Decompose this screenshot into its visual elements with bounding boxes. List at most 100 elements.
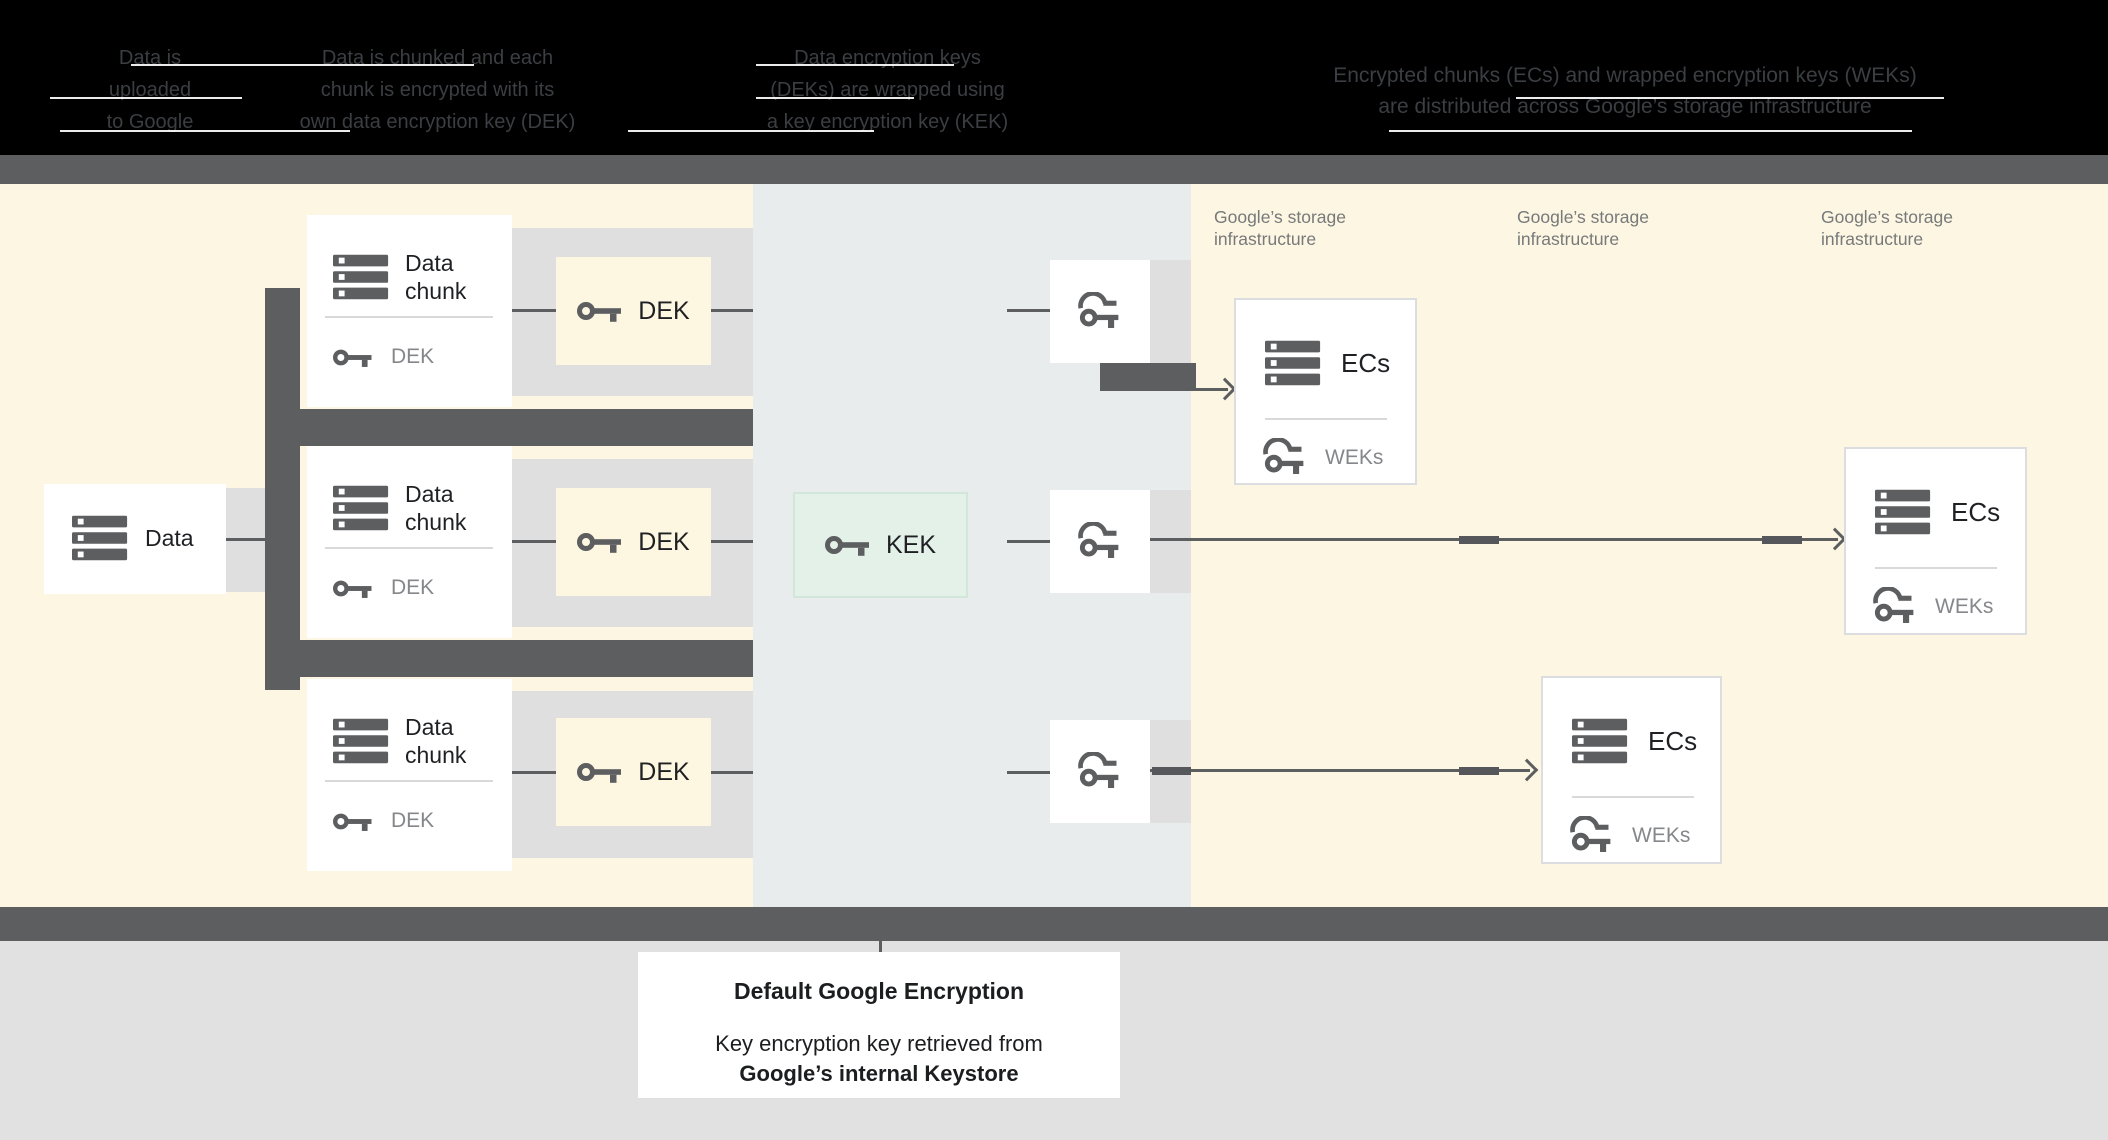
ec-card-label: ECs: [1648, 725, 1698, 756]
wrapped-key-icon: [1077, 291, 1124, 332]
header-rule: [756, 64, 954, 66]
chunk-split-bar: [298, 640, 753, 677]
header-rule: [756, 97, 914, 99]
connector-line: [512, 309, 556, 312]
chunk-split-bar: [298, 409, 753, 446]
dek-box-label: DEK: [638, 527, 690, 556]
card-divider: [1572, 796, 1694, 798]
chunk-dek-label: DEK: [391, 576, 435, 599]
chunk-dek-label: DEK: [391, 809, 435, 832]
header-rule: [1516, 97, 1944, 99]
data-stack-icon: [1572, 718, 1630, 764]
storage-infrastructure-label: Google’s storage infrastructure: [1517, 207, 1649, 249]
caption-line: Key encryption key retrieved from: [715, 1031, 1043, 1056]
wrapped-key-icon: [1077, 521, 1124, 562]
storage-infrastructure-label: Google’s storage infrastructure: [1214, 207, 1346, 249]
process-steps-header: Data is uploaded to Google Data is chunk…: [0, 0, 2108, 155]
wrapped-key-icon: [1569, 816, 1616, 856]
connector-line: [1007, 771, 1050, 774]
encrypted-chunks-card: ECs WEKs: [1844, 447, 2027, 635]
caption-title: Default Google Encryption: [733, 978, 1025, 1004]
chunk-split-trunk: [265, 288, 300, 690]
card-divider: [325, 780, 493, 782]
data-box-label: Data: [145, 524, 194, 551]
header-rule: [60, 130, 350, 132]
connector-line: [1007, 540, 1050, 543]
header-rule: [50, 97, 242, 99]
caption-line: Google’s internal Keystore: [739, 1061, 1019, 1086]
ec-card-label: ECs: [1951, 496, 2001, 527]
encrypted-chunks-card: ECs WEKs: [1234, 298, 1417, 485]
dek-box: DEK: [556, 257, 711, 365]
weks-label: WEKs: [1632, 824, 1691, 847]
key-icon: [577, 529, 625, 555]
dek-box: DEK: [556, 718, 711, 826]
dek-box-label: DEK: [638, 296, 690, 325]
connector-line: [512, 771, 556, 774]
kek-box: KEK: [793, 492, 968, 598]
wrap-backing: [1150, 260, 1191, 363]
bottom-divider-bar: [0, 907, 2108, 941]
storage-infrastructure-label: Google’s storage infrastructure: [1821, 207, 1953, 249]
encrypted-chunks-card: ECs WEKs: [1541, 676, 1722, 864]
arrow-line: [1196, 388, 1228, 391]
arrow-line: [1150, 769, 1530, 772]
chunk-title-line: chunk: [405, 742, 467, 768]
connector-line: [1007, 309, 1050, 312]
data-stack-icon: [72, 515, 130, 561]
key-icon: [577, 759, 625, 785]
ec-card-label: ECs: [1341, 347, 1391, 378]
header-rule: [1389, 130, 1912, 132]
header-rule: [131, 64, 474, 66]
data-stack-icon: [333, 718, 391, 764]
arrow-seam: [1459, 767, 1499, 775]
connector-line: [512, 540, 556, 543]
wrapped-key-icon: [1077, 751, 1124, 792]
step-3-text: Data encryption keys (DEKs) are wrapped …: [766, 47, 1009, 133]
data-stack-icon: [333, 485, 391, 531]
key-icon: [577, 298, 625, 324]
arrow-seam: [1762, 536, 1802, 544]
data-stack-icon: [1265, 340, 1323, 386]
weks-label: WEKs: [1935, 595, 1994, 618]
data-stack-icon: [1875, 489, 1933, 535]
step-2-text: Data is chunked and each chunk is encryp…: [299, 47, 576, 133]
key-icon: [333, 577, 375, 600]
wrap-backing: [1150, 490, 1191, 593]
data-stack-icon: [333, 254, 391, 300]
wrapped-key-icon: [1872, 587, 1919, 627]
step-4-text: Encrypted chunks (ECs) and wrapped encry…: [1333, 64, 1917, 118]
connector-line: [711, 771, 753, 774]
kek-box-label: KEK: [885, 530, 937, 559]
key-icon: [333, 810, 375, 833]
chunk-title-line: Data: [405, 714, 454, 740]
chunk-title-line: chunk: [405, 509, 467, 535]
dek-box-label: DEK: [638, 757, 690, 786]
key-icon: [333, 346, 375, 369]
card-divider: [325, 547, 493, 549]
wrapped-key-icon: [1262, 438, 1309, 478]
chunk-title-line: chunk: [405, 278, 467, 304]
arrow-seam: [1152, 767, 1191, 775]
header-rule: [628, 130, 874, 132]
distribution-pipe: [1100, 363, 1196, 391]
connector-line: [711, 540, 753, 543]
caption-box: Default Google Encryption Key encryption…: [638, 952, 1120, 1098]
wrapped-key-box: [1050, 260, 1150, 363]
chunk-dek-label: DEK: [391, 345, 435, 368]
data-box: Data: [44, 484, 226, 594]
step-1-text: Data is uploaded to Google: [106, 47, 194, 133]
card-divider: [1875, 567, 1997, 569]
key-icon: [824, 532, 873, 558]
top-divider-bar: [0, 155, 2108, 184]
card-divider: [1265, 418, 1387, 420]
chunk-title-line: Data: [405, 250, 454, 276]
connector-line: [711, 309, 753, 312]
connector-line: [226, 538, 265, 541]
caption-leader-line: [879, 941, 882, 953]
chunk-title-line: Data: [405, 481, 454, 507]
